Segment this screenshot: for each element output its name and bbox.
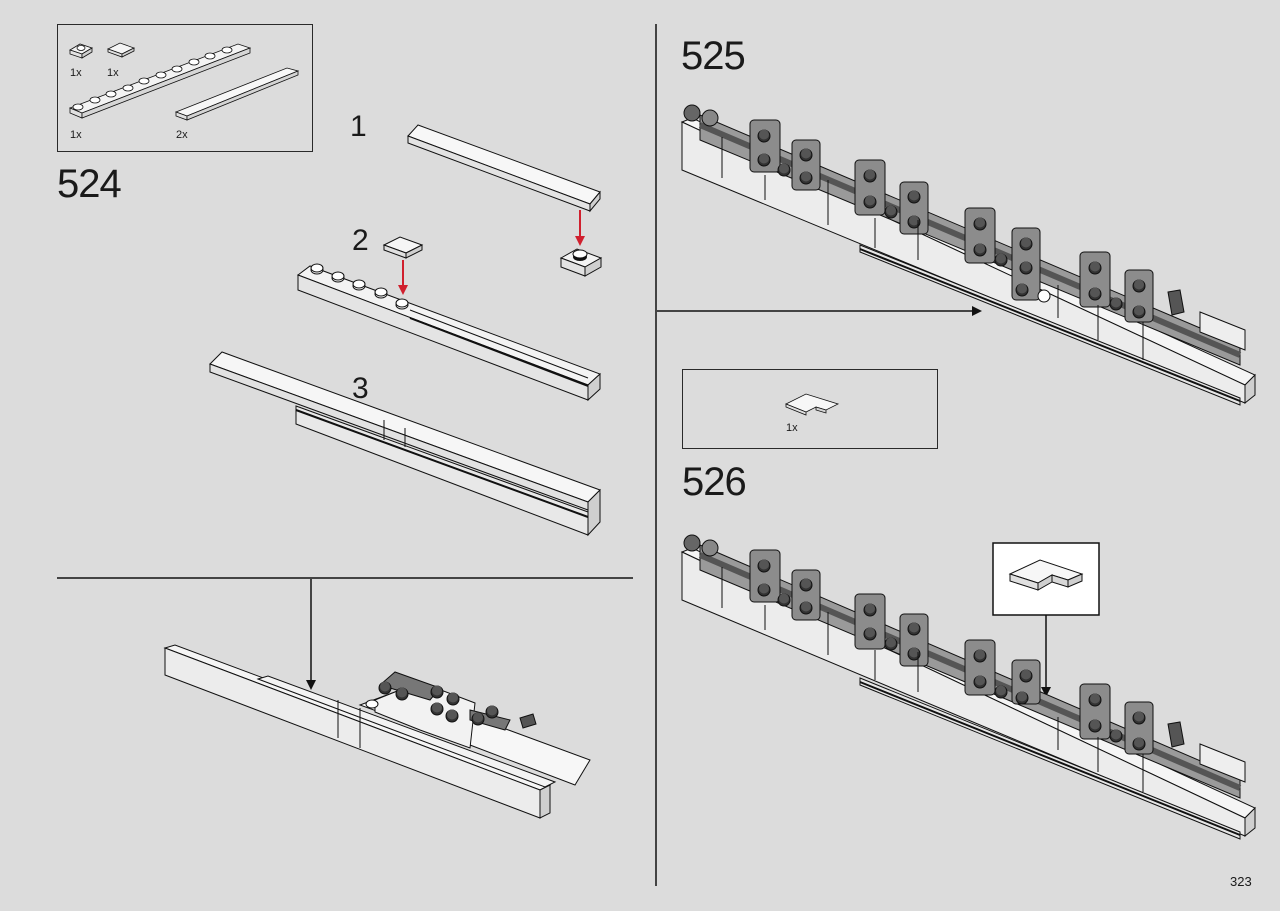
part-qty-tile-1x8: 2x: [176, 129, 188, 141]
tile-1x1-icon: [106, 42, 136, 58]
substep-2-assembly: [296, 263, 601, 402]
part-qty-tile-1x1: 1x: [107, 67, 119, 79]
step-number-526: 526: [682, 460, 747, 504]
substep-number-3: 3: [352, 372, 369, 405]
parts-list-box-526: [682, 369, 938, 449]
plate-1x10-icon: [68, 43, 252, 119]
substep-1-plate: [559, 248, 603, 277]
tile-1x8-icon: [174, 67, 300, 121]
callout-corner-tile: [1008, 559, 1084, 591]
plate-1x1-icon: [69, 43, 93, 59]
assembly-step-526: [680, 534, 1256, 840]
substep-1-tile: [407, 124, 601, 213]
assembly-step-525: [680, 104, 1256, 406]
substep-number-2: 2: [352, 224, 369, 257]
part-qty-plate-1x1: 1x: [70, 67, 82, 79]
assembly-bottom-left: [163, 644, 591, 819]
parts-list-box-524: [57, 24, 313, 152]
corner-tile-icon: [785, 393, 840, 416]
part-qty-corner-tile: 1x: [786, 422, 798, 434]
substep-3-assembly: [209, 351, 601, 537]
step-number-525: 525: [681, 34, 746, 78]
page-number: 323: [1230, 874, 1252, 889]
part-qty-plate-1x10: 1x: [70, 129, 82, 141]
step-number-524: 524: [57, 162, 122, 206]
substep-2-tile: [382, 236, 424, 259]
substep-number-1: 1: [350, 110, 367, 143]
